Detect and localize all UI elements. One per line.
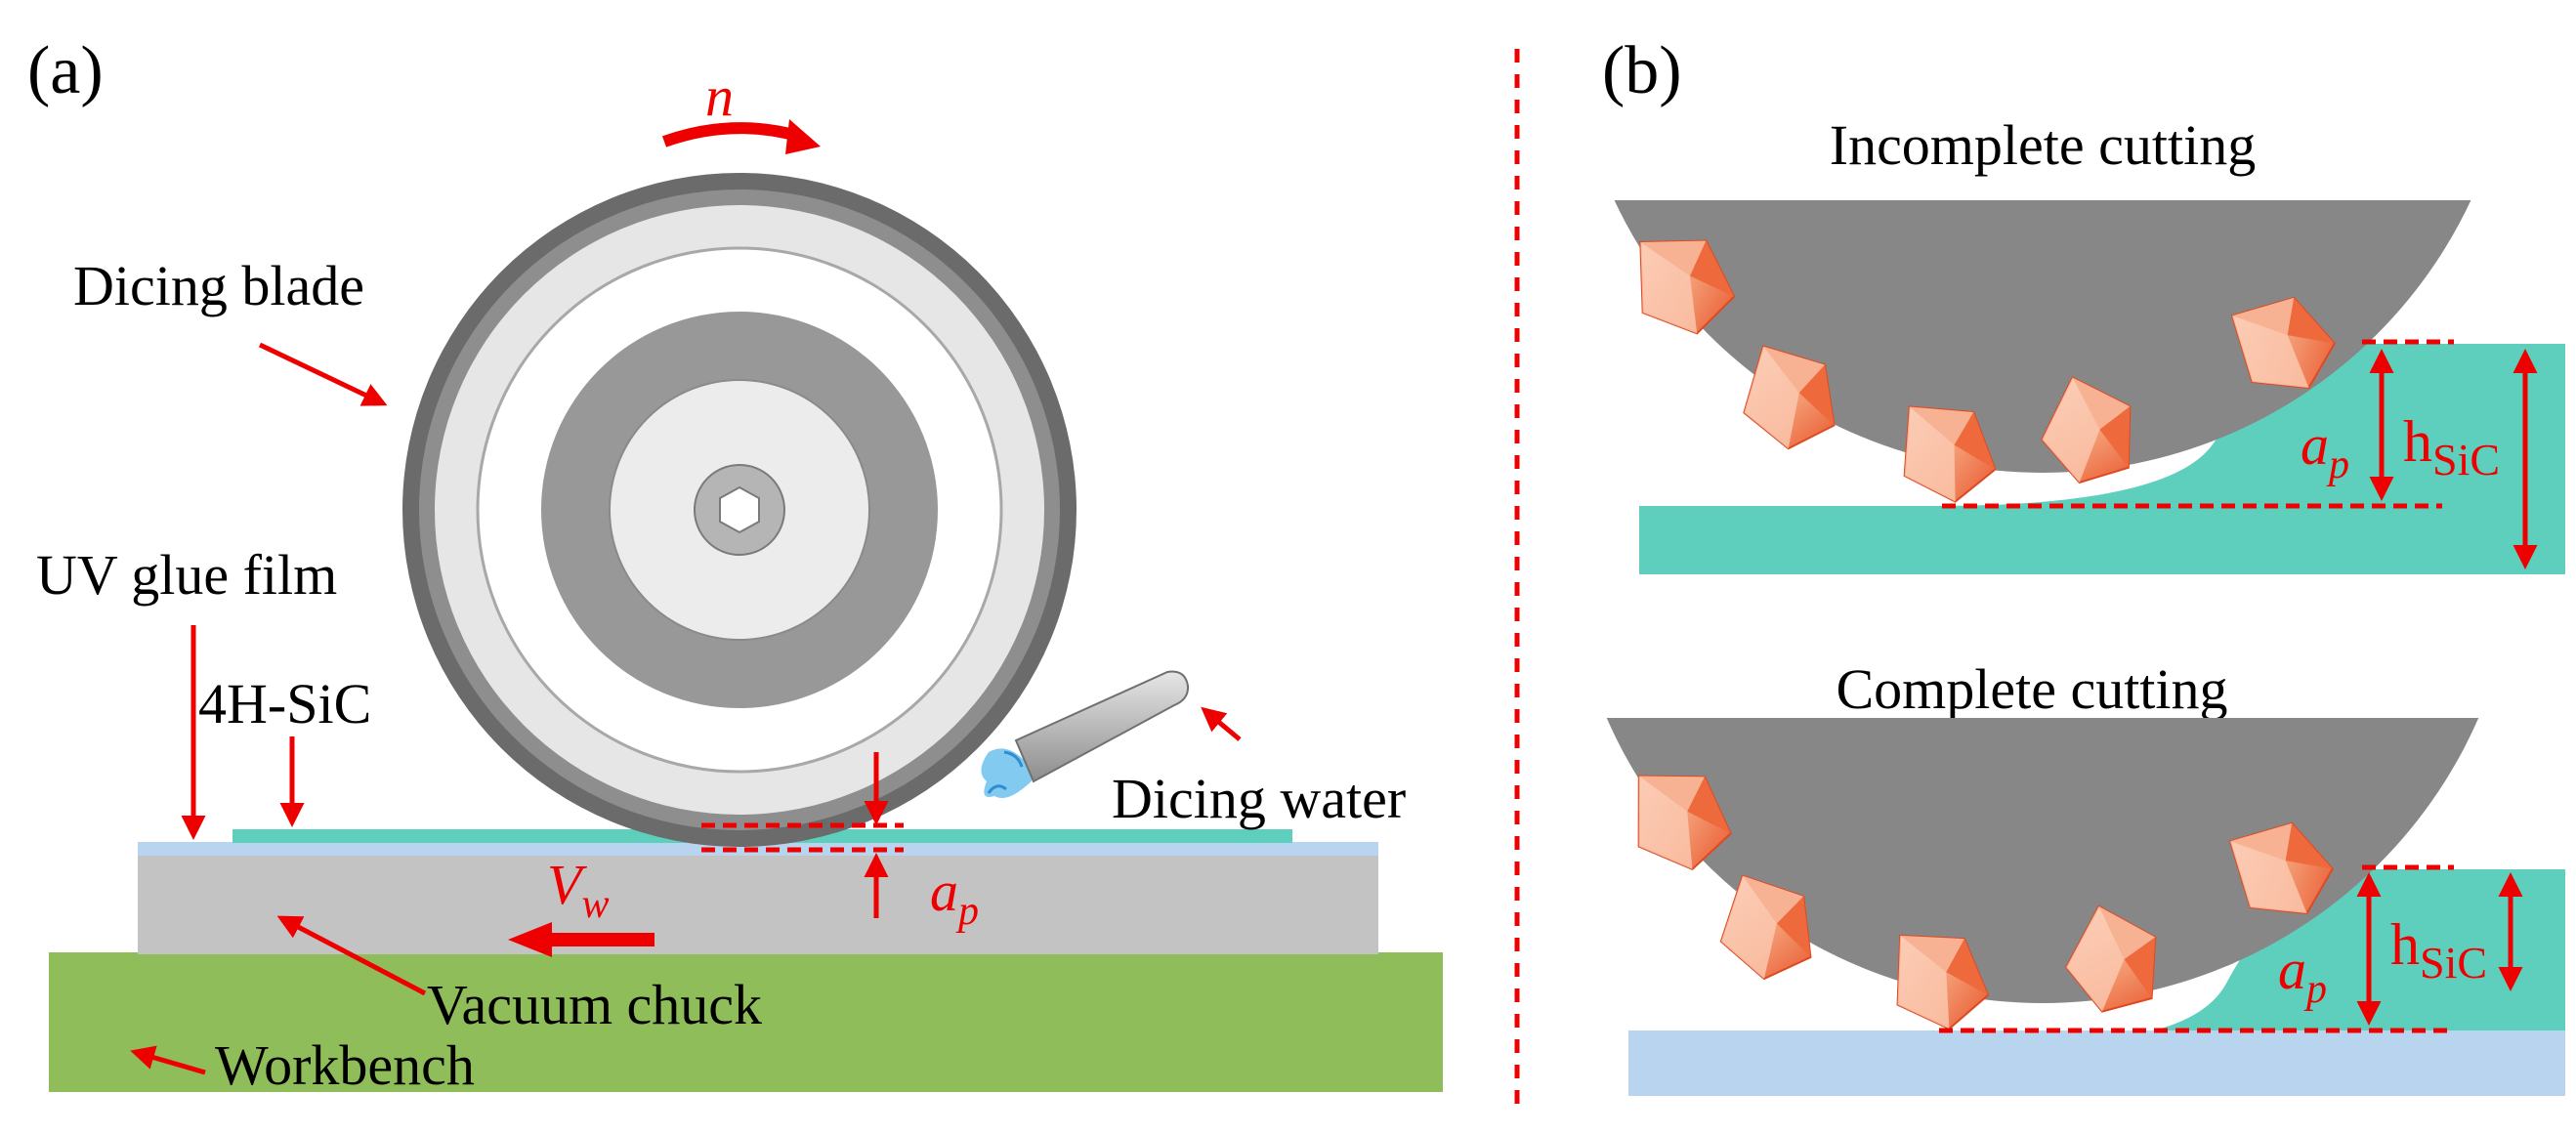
workbench-label: Workbench (215, 1033, 475, 1097)
panel-a-label: (a) (27, 33, 104, 108)
feed-speed-label: Vw (547, 853, 609, 927)
incomplete-depth-label: ap (2301, 413, 2349, 487)
panel-a: (a) n Dicing blade UV glue film (27, 33, 1443, 1097)
incomplete-thickness-label: hSiC (2403, 409, 2500, 484)
feed-speed-arrow-head (508, 922, 552, 957)
complete-cutting-title: Complete cutting (1836, 657, 2227, 721)
complete-depth-label: ap (2278, 938, 2327, 1012)
panel-b-label: (b) (1602, 33, 1682, 108)
vacuum-chuck (138, 855, 1378, 954)
dicing-water-label: Dicing water (1112, 767, 1406, 830)
dicing-blade-label: Dicing blade (73, 254, 364, 317)
depth-label: ap (930, 860, 979, 934)
dicing-blade-pointer (258, 342, 388, 406)
incomplete-cutting: Incomplete cutting ap hSiC (1614, 113, 2565, 574)
sic-label: 4H-SiC (198, 672, 371, 736)
uv-glue-film-label: UV glue film (36, 543, 337, 607)
rotation-arrow (661, 122, 803, 147)
vacuum-chuck-pointer (276, 915, 427, 996)
hex-bolt-icon (719, 485, 760, 534)
workbench (49, 952, 1443, 1092)
rotation-arrow-head (785, 119, 821, 154)
incomplete-sic (1639, 344, 2565, 574)
dicing-water-pointer (1201, 706, 1242, 741)
panel-b: (b) Incomplete cutting ap hSiC (1602, 33, 2565, 1096)
rotation-label: n (705, 64, 734, 128)
vacuum-chuck-label: Vacuum chuck (427, 973, 762, 1036)
complete-cutting: Complete cutting ap hSiC (1606, 657, 2565, 1096)
dicing-water-nozzle (981, 670, 1190, 799)
dicing-blade (402, 173, 1077, 847)
complete-thickness-label: hSiC (2390, 912, 2487, 988)
incomplete-cutting-title: Incomplete cutting (1830, 113, 2256, 177)
complete-uv-film (1628, 1030, 2565, 1096)
complete-blade (1606, 718, 2479, 1003)
workbench-pointer (130, 1045, 206, 1075)
